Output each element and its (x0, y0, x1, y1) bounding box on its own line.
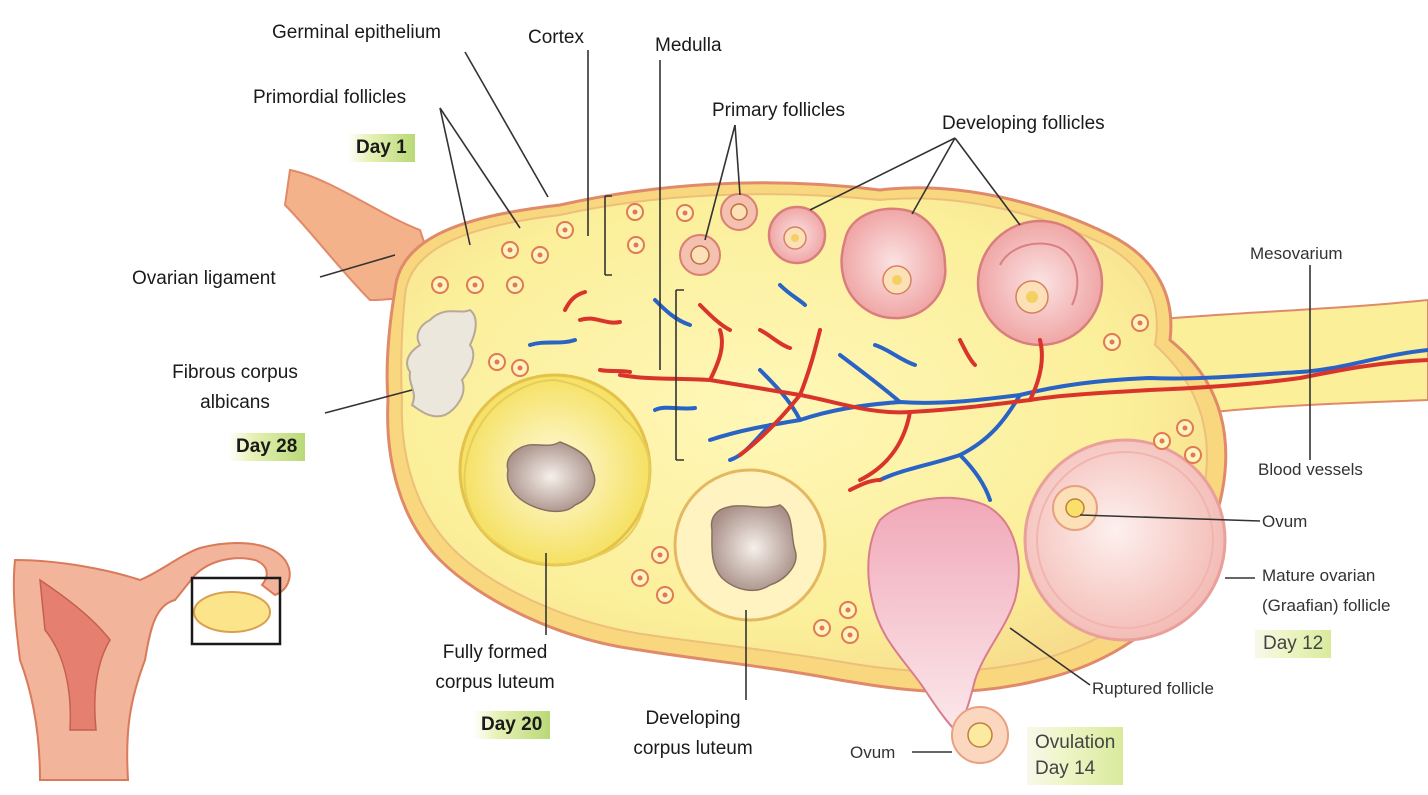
ruptured-follicle (868, 498, 1018, 730)
label-fibrous-corpus-albicans-line1: Fibrous corpus (155, 362, 315, 384)
developing-follicle-1 (842, 209, 946, 318)
badge-day-12: Day 12 (1255, 630, 1331, 658)
label-mature-ovarian-follicle-line1: Mature ovarian (1262, 565, 1391, 587)
label-developing-corpus-luteum-line1: Developing (618, 708, 768, 730)
graafian-follicle (1025, 440, 1225, 640)
label-ovarian-ligament: Ovarian ligament (132, 268, 276, 290)
label-ovum-bottom: Ovum (850, 742, 895, 764)
label-fibrous-corpus-albicans-line2: albicans (155, 392, 315, 414)
fully-formed-corpus-luteum (460, 375, 650, 565)
label-primary-follicles: Primary follicles (712, 100, 845, 122)
label-ovum-right: Ovum (1262, 511, 1307, 533)
badge-ovulation-line1: Ovulation (1035, 730, 1115, 756)
label-mature-ovarian-follicle: Mature ovarian (Graafian) follicle (1262, 565, 1391, 617)
label-developing-corpus-luteum-line2: corpus luteum (618, 738, 768, 760)
label-mesovarium: Mesovarium (1250, 243, 1343, 265)
label-cortex: Cortex (528, 27, 584, 49)
label-ruptured-follicle: Ruptured follicle (1092, 678, 1214, 700)
developing-follicle-2 (978, 221, 1102, 345)
badge-day-1: Day 1 (348, 134, 415, 162)
badge-ovulation-day-14: Ovulation Day 14 (1027, 727, 1123, 785)
badge-ovulation-line2: Day 14 (1035, 756, 1115, 782)
label-germinal-epithelium: Germinal epithelium (272, 22, 441, 44)
released-ovum (952, 707, 1008, 763)
label-fully-formed-corpus-luteum-line1: Fully formed (420, 642, 570, 664)
label-blood-vessels: Blood vessels (1258, 459, 1363, 481)
label-fully-formed-corpus-luteum-line2: corpus luteum (420, 672, 570, 694)
label-developing-follicles: Developing follicles (942, 113, 1105, 135)
label-fully-formed-corpus-luteum: Fully formed corpus luteum (420, 642, 570, 694)
developing-follicle-3 (769, 207, 825, 263)
label-developing-corpus-luteum: Developing corpus luteum (618, 708, 768, 760)
badge-day-20: Day 20 (473, 711, 550, 739)
label-fibrous-corpus-albicans: Fibrous corpus albicans (155, 362, 315, 414)
uterus-inset (14, 543, 290, 780)
developing-corpus-luteum (675, 470, 825, 620)
label-medulla: Medulla (655, 35, 722, 57)
label-primordial-follicles: Primordial follicles (253, 87, 406, 109)
badge-day-28: Day 28 (228, 433, 305, 461)
label-mature-ovarian-follicle-line2: (Graafian) follicle (1262, 595, 1391, 617)
